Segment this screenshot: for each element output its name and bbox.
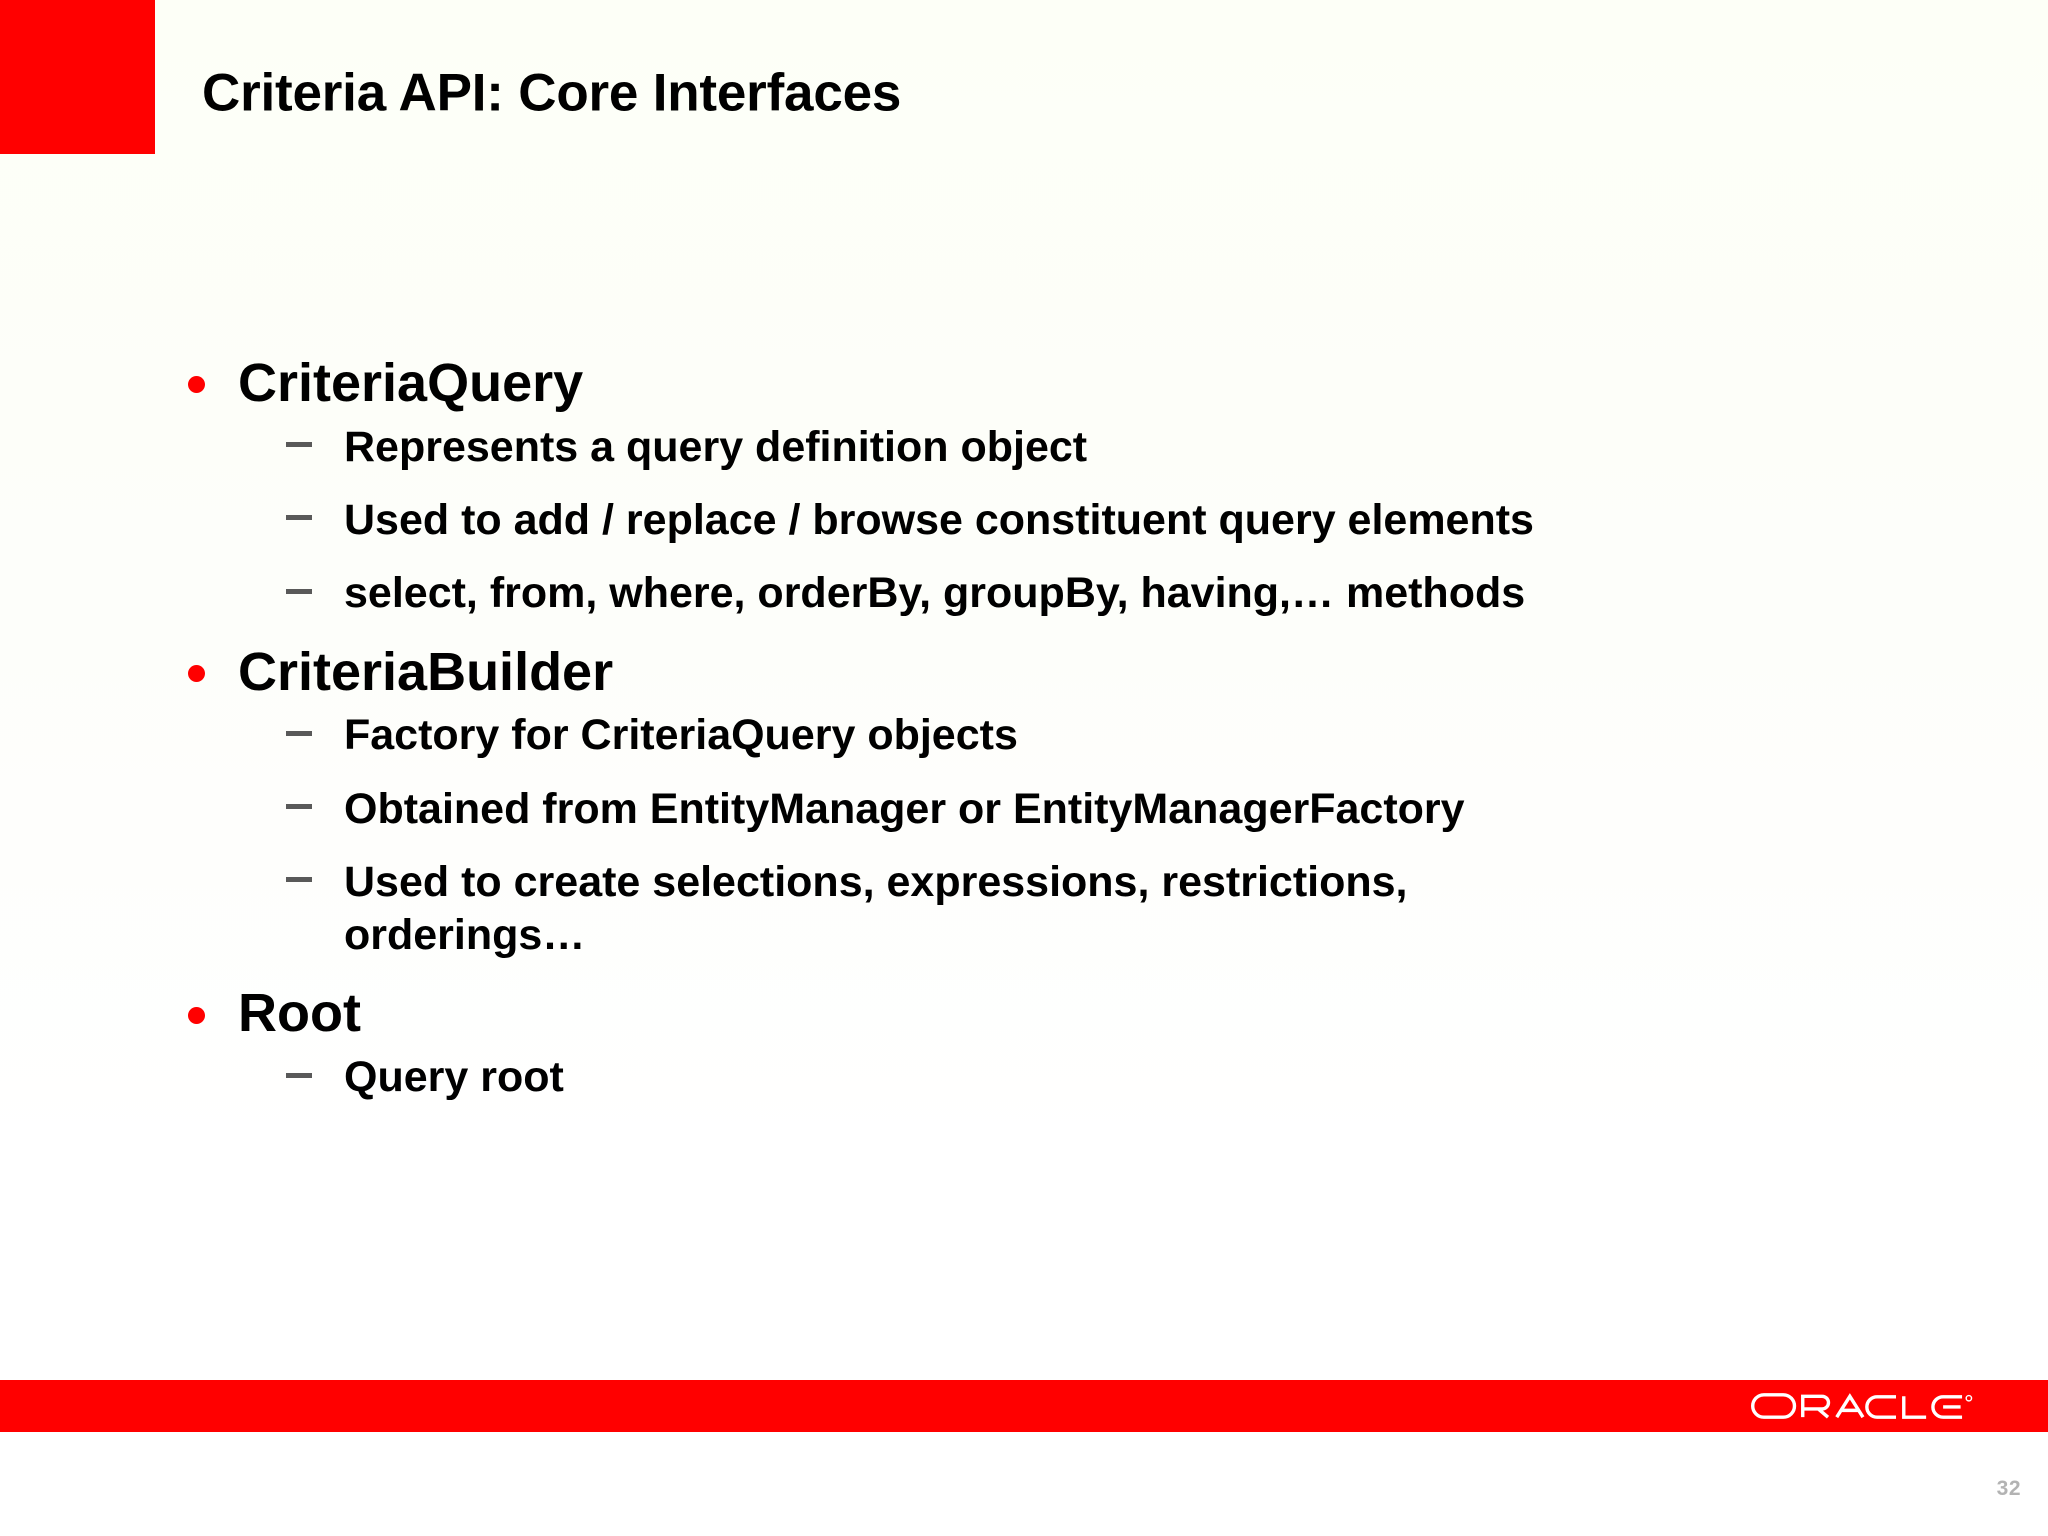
dash-icon xyxy=(286,1072,312,1078)
sub-bullet-item: Obtained from EntityManager or EntityMan… xyxy=(238,783,1976,836)
page-title: Criteria API: Core Interfaces xyxy=(202,63,902,123)
dash-icon xyxy=(286,877,312,883)
sub-bullet-label: Obtained from EntityManager or EntityMan… xyxy=(344,784,1465,833)
title-block: Criteria API: Core Interfaces xyxy=(0,0,2048,200)
bullet-group-criteriabuilder: CriteriaBuilder Factory for CriteriaQuer… xyxy=(176,641,1976,963)
bullet-heading-label: Root xyxy=(238,983,361,1044)
bullet-group-criteriaquery: CriteriaQuery Represents a query definit… xyxy=(176,352,1976,621)
sub-bullet-item: select, from, where, orderBy, groupBy, h… xyxy=(238,567,1976,620)
bullet-list-level2: Factory for CriteriaQuery objects Obtain… xyxy=(238,709,1976,962)
bullet-dot-icon xyxy=(188,664,205,682)
sub-bullet-item: Factory for CriteriaQuery objects xyxy=(238,709,1976,762)
dash-icon xyxy=(286,588,312,594)
sub-bullet-item: Query root xyxy=(238,1051,1976,1104)
sub-bullet-label: select, from, where, orderBy, groupBy, h… xyxy=(344,569,1526,618)
dash-icon xyxy=(286,804,312,809)
sub-bullet-label: Query root xyxy=(344,1053,564,1102)
bullet-list-level1: CriteriaQuery Represents a query definit… xyxy=(176,352,1976,1104)
slide-body: CriteriaQuery Represents a query definit… xyxy=(176,352,1976,1124)
bullet-group-root: Root Query root xyxy=(176,982,1976,1104)
dash-icon xyxy=(286,442,312,448)
sub-bullet-label: Factory for CriteriaQuery objects xyxy=(344,711,1018,760)
dash-icon xyxy=(286,515,312,521)
bullet-heading-label: CriteriaBuilder xyxy=(238,641,614,702)
bullet-list-level2: Query root xyxy=(238,1051,1976,1104)
sub-bullet-item: Used to create selections, expressions, … xyxy=(238,856,1514,963)
sub-bullet-item: Represents a query definition object xyxy=(238,421,1976,474)
page-number: 32 xyxy=(1996,1477,2021,1500)
sub-bullet-label: Represents a query definition object xyxy=(344,422,1088,471)
bullet-dot-icon xyxy=(188,376,205,394)
sub-bullet-label: Used to add / replace / browse constitue… xyxy=(344,495,1534,544)
bullet-dot-icon xyxy=(188,1006,205,1024)
sub-bullet-label: Used to create selections, expressions, … xyxy=(344,857,1408,960)
dash-icon xyxy=(286,730,312,736)
oracle-logo-icon xyxy=(1748,1389,1976,1423)
bullet-heading-label: CriteriaQuery xyxy=(238,353,584,413)
footer-bar xyxy=(0,1380,2048,1432)
bullet-list-level2: Represents a query definition object Use… xyxy=(238,421,1976,621)
title-accent-square xyxy=(0,0,155,154)
sub-bullet-item: Used to add / replace / browse constitue… xyxy=(238,494,1976,547)
